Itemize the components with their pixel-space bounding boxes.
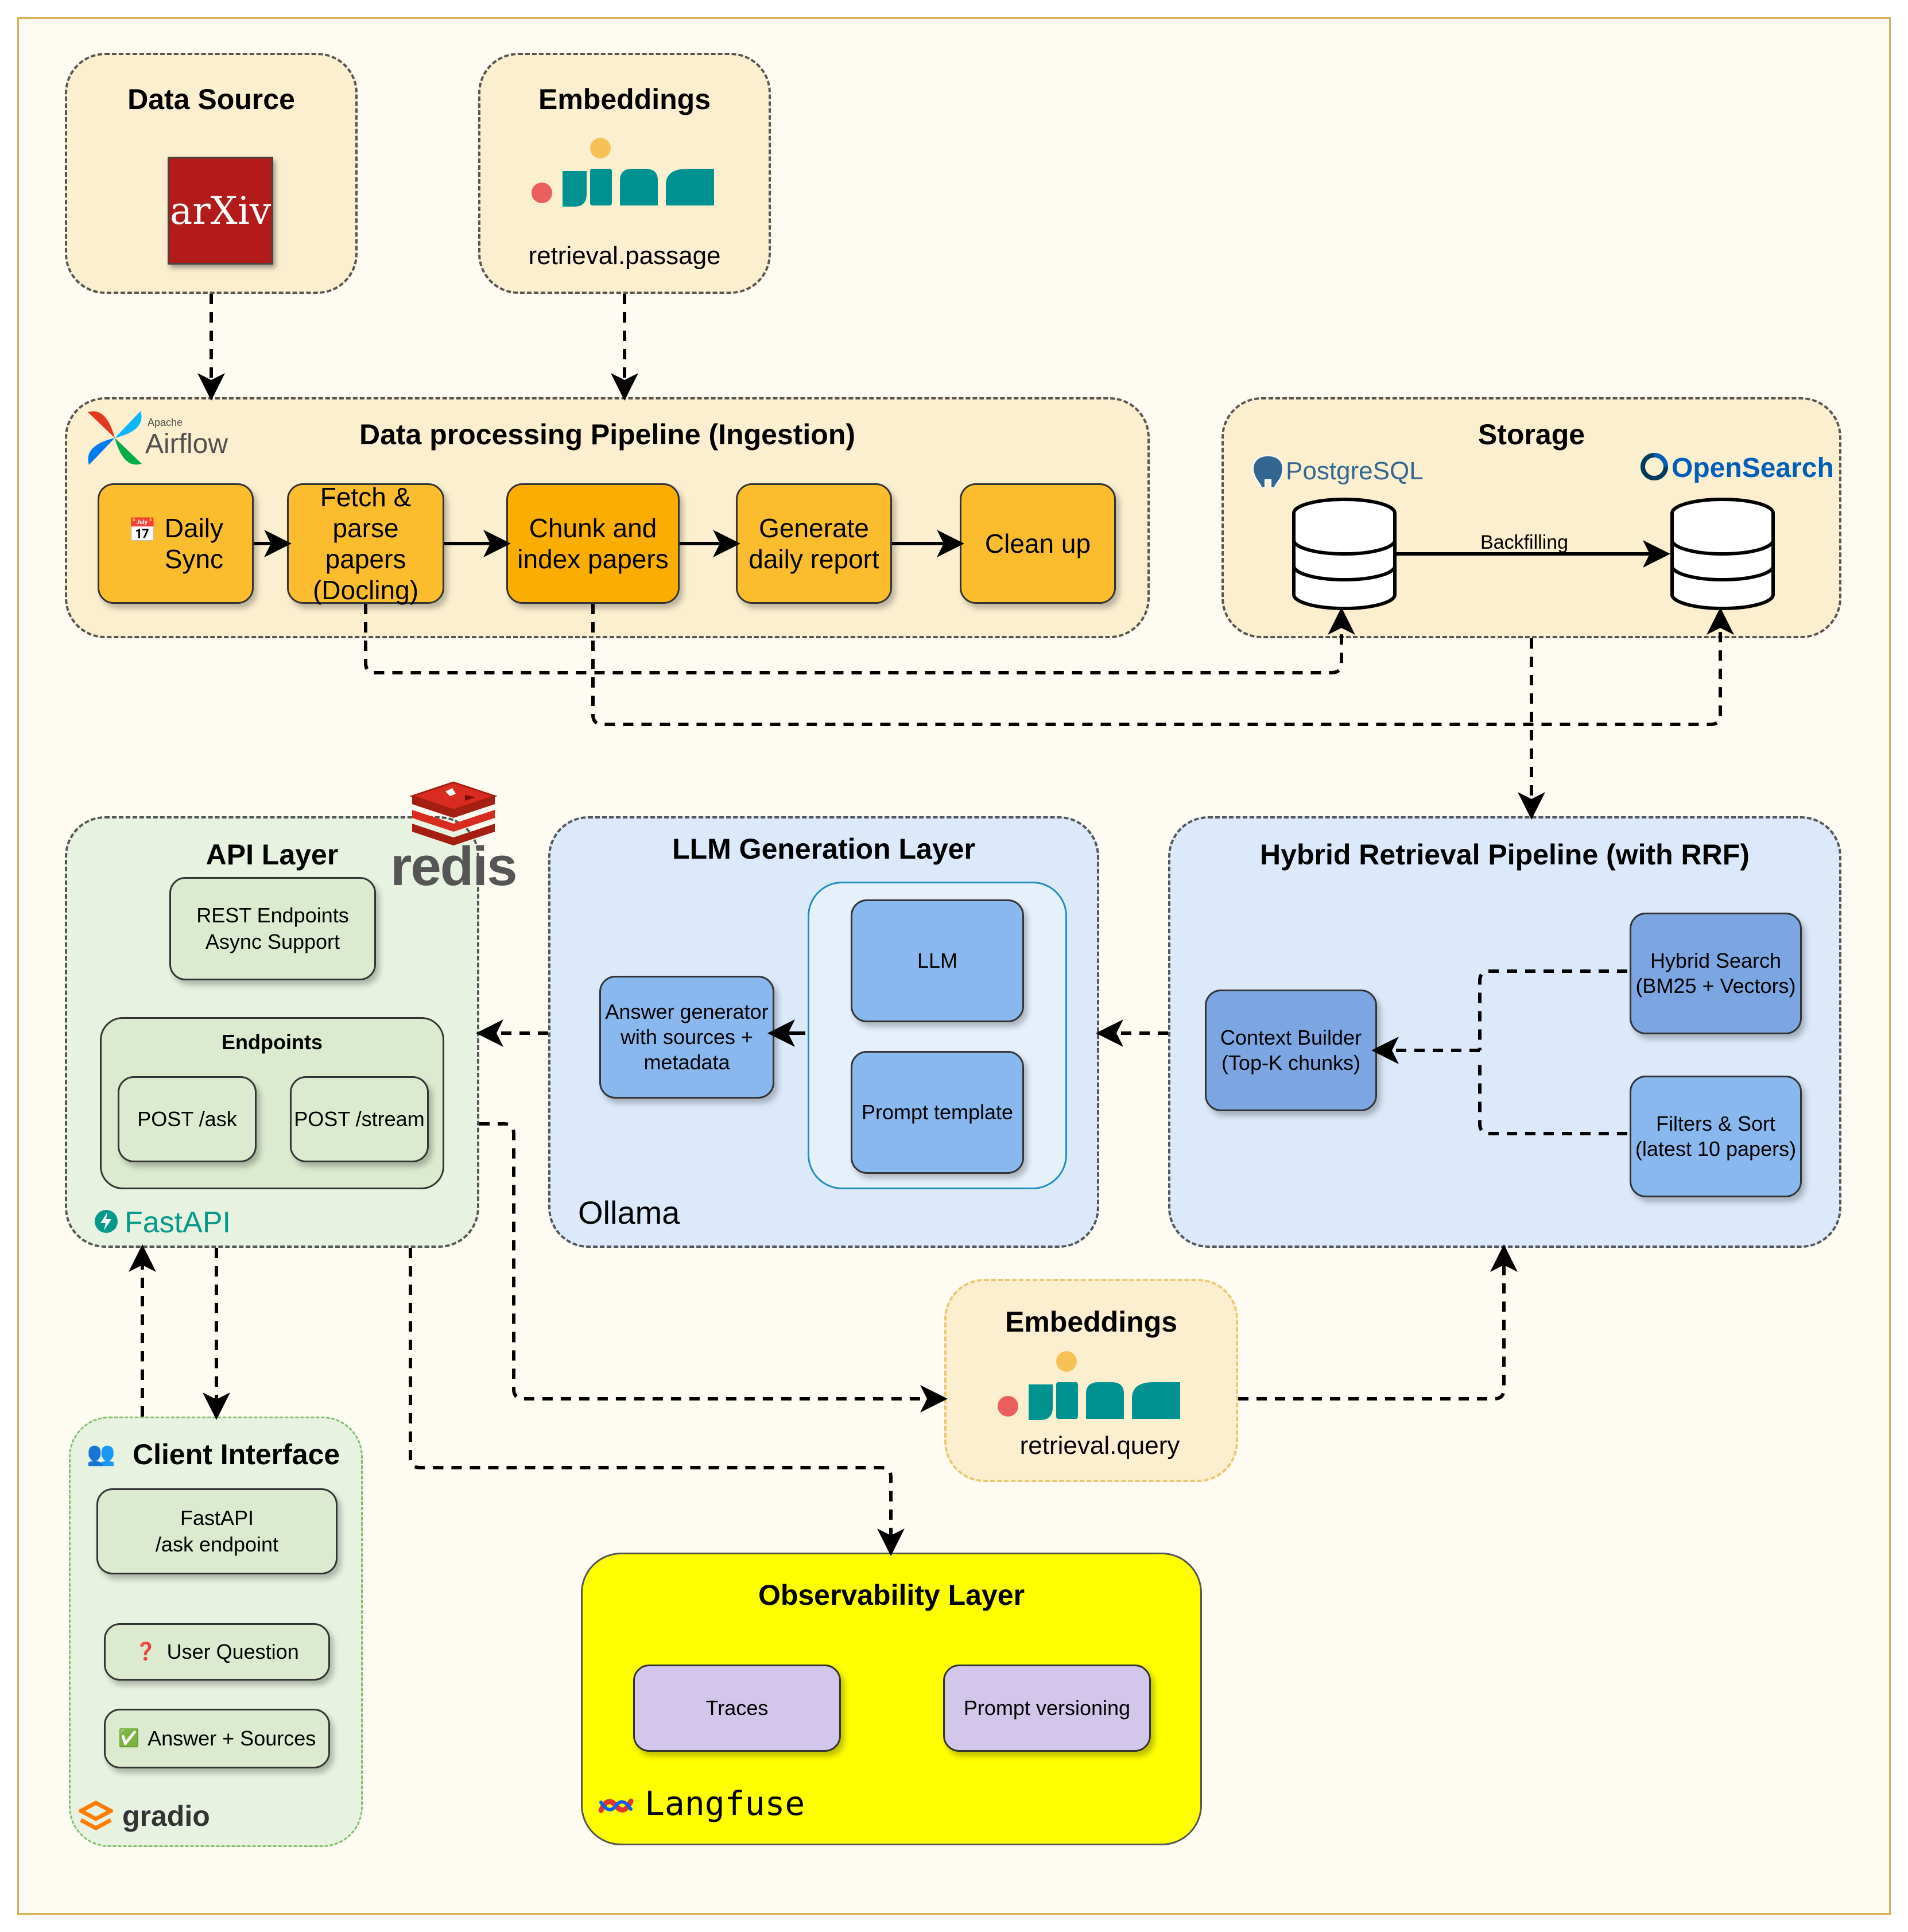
jina-logo-bottom-mark	[998, 1351, 1180, 1420]
observability-group: Observability Layer Traces Prompt versio…	[581, 1553, 1202, 1845]
jina-logo-bottom	[995, 1349, 1185, 1423]
hybrid-retrieval-group: Hybrid Retrieval Pipeline (with RRF) Con…	[1168, 816, 1841, 1248]
hybrid-retrieval-title: Hybrid Retrieval Pipeline (with RRF)	[1260, 839, 1750, 871]
fastapi-label: FastAPI	[125, 1206, 231, 1239]
api-layer-title: API Layer	[205, 839, 339, 871]
embeddings-passage-mode: retrieval.passage	[528, 242, 721, 270]
data-source-group: Data Source arXiv	[65, 53, 358, 294]
fastapi-ask-endpoint-box: FastAPI /ask endpoint	[96, 1488, 338, 1574]
arxiv-logo: arXiv	[168, 157, 273, 265]
traces-box: Traces	[633, 1665, 841, 1752]
filters-sort-box: Filters & Sort (latest 10 papers)	[1630, 1076, 1802, 1197]
opensearch-database-icon	[1670, 498, 1775, 610]
daily-sync-label: Daily Sync	[164, 513, 224, 574]
question-icon: ❓	[135, 1642, 157, 1661]
redis-logo: redis	[390, 778, 528, 898]
data-source-title: Data Source	[127, 83, 295, 115]
endpoints-title: Endpoints	[222, 1030, 323, 1054]
jina-logo-mark	[532, 138, 714, 207]
hybrid-search-box: Hybrid Search (BM25 + Vectors)	[1630, 913, 1802, 1034]
post-ask-endpoint[interactable]: POST /ask	[118, 1076, 257, 1162]
clean-up-step: Clean up	[960, 483, 1116, 604]
api-layer-group: API Layer REST Endpoints Async Support E…	[65, 816, 479, 1248]
embeddings-passage-group: Embeddings retrieval.passage	[478, 53, 771, 294]
redis-label: redis	[390, 836, 517, 897]
context-builder-box: Context Builder (Top-K chunks)	[1205, 990, 1377, 1111]
rest-endpoints-box: REST Endpoints Async Support	[169, 877, 376, 980]
prompt-template-box: Prompt template	[851, 1051, 1024, 1174]
postgresql-elephant-icon	[1252, 455, 1283, 488]
post-stream-endpoint[interactable]: POST /stream	[290, 1076, 429, 1162]
opensearch-label: OpenSearch	[1672, 453, 1834, 483]
backfilling-label: Backfilling	[1480, 532, 1569, 553]
user-question-box[interactable]: ❓ User Question	[104, 1623, 330, 1681]
gradio-icon	[79, 1801, 113, 1830]
embeddings-query-mode: retrieval.query	[1019, 1431, 1180, 1460]
postgresql-label: PostgreSQL	[1286, 457, 1424, 485]
ollama-model-container: LLM Prompt template	[808, 882, 1067, 1189]
langfuse-icon	[598, 1798, 634, 1813]
chunk-index-step: Chunk and index papers	[506, 483, 680, 604]
ollama-label: Ollama	[578, 1194, 680, 1231]
storage-group: Storage PostgreSQL OpenSearch Backfillin…	[1221, 397, 1841, 638]
postgresql-database-icon	[1292, 498, 1397, 610]
langfuse-label: Langfuse	[645, 1784, 805, 1823]
arxiv-logo-text: arXiv	[169, 188, 272, 233]
answer-generator-box: Answer generator with sources + metadata	[599, 976, 774, 1099]
fastapi-icon	[95, 1210, 118, 1233]
calendar-icon: 📅	[127, 518, 157, 543]
endpoints-container: Endpoints POST /ask POST /stream	[100, 1017, 444, 1189]
client-interface-group: 👥 Client Interface FastAPI /ask endpoint…	[69, 1417, 363, 1847]
embeddings-query-group: Embeddings retrieval.query	[944, 1279, 1238, 1482]
fetch-parse-step: Fetch & parse papers (Docling)	[287, 482, 444, 605]
ingestion-title: Data processing Pipeline (Ingestion)	[359, 418, 856, 451]
daily-report-step: Generate daily report	[736, 483, 892, 604]
airflow-logo-text: Airflow	[145, 429, 228, 459]
daily-sync-step: 📅 Daily Sync	[98, 483, 254, 604]
gradio-label: gradio	[122, 1800, 210, 1832]
llm-box: LLM	[851, 899, 1024, 1022]
airflow-logo: Apache Airflow	[83, 406, 244, 470]
redis-cube-icon	[409, 781, 498, 845]
client-interface-title: Client Interface	[133, 1438, 340, 1471]
airflow-pinwheel-icon	[88, 411, 142, 465]
embeddings-passage-title: Embeddings	[538, 83, 711, 115]
observability-title: Observability Layer	[758, 1579, 1025, 1611]
answer-sources-label: Answer + Sources	[148, 1727, 316, 1750]
airflow-logo-small: Apache	[148, 417, 183, 428]
storage-title: Storage	[1477, 418, 1585, 451]
opensearch-icon	[1641, 453, 1668, 480]
users-icon: 👥	[87, 1441, 115, 1467]
user-question-label: User Question	[166, 1640, 299, 1663]
jina-logo	[529, 135, 719, 210]
llm-generation-title: LLM Generation Layer	[672, 833, 975, 865]
embeddings-query-title: Embeddings	[1005, 1306, 1178, 1338]
check-icon: ✅	[118, 1729, 140, 1748]
daily-sync-content: 📅 Daily Sync	[128, 513, 223, 575]
prompt-versioning-box: Prompt versioning	[943, 1665, 1151, 1752]
answer-sources-box: ✅ Answer + Sources	[104, 1709, 330, 1768]
llm-generation-group: LLM Generation Layer Answer generator wi…	[548, 816, 1099, 1248]
